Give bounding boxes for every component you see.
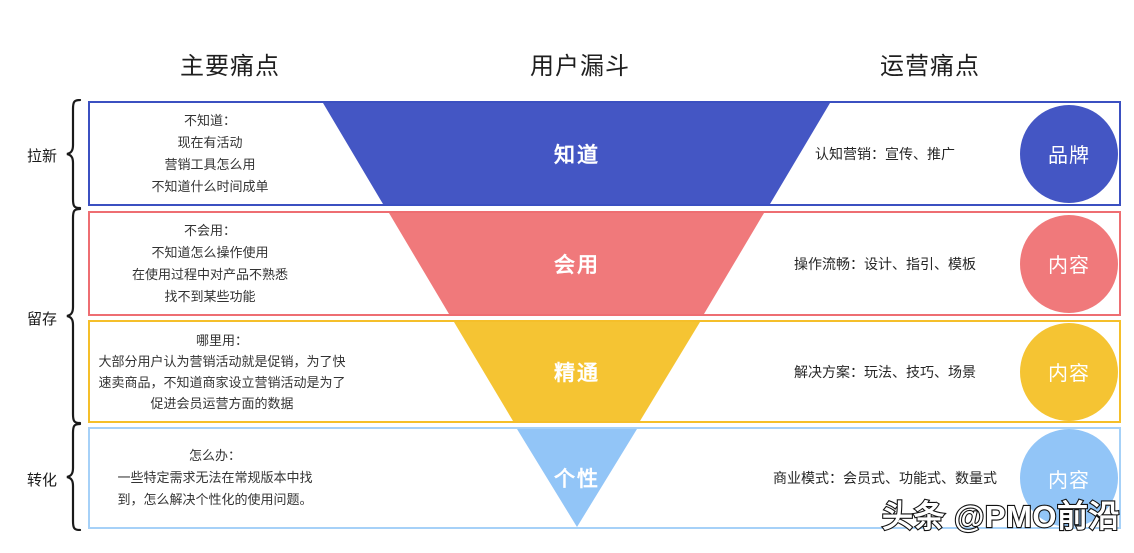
ops-text: 商业模式：会员式、功能式、数量式 [773,470,997,486]
stage-label-retention: 留存 [26,311,57,328]
tag-badge: 内容 [1020,322,1118,421]
pain-text: 不会用： 不知道怎么操作使用 在使用过程中对产品不熟悉 找不到某些功能 [131,222,288,304]
funnel-segment-shape [389,213,764,314]
header-user-funnel: 用户漏斗 [530,53,630,80]
stage-label-conversion: 转化 [26,472,57,489]
funnel-segment [323,103,830,204]
funnel-stage-label: 会用 [554,253,600,277]
funnel-stage-label: 精通 [554,361,600,385]
funnel-row-can-use: 不会用： 不知道怎么操作使用 在使用过程中对产品不熟悉 找不到某些功能 会用 操… [88,211,1121,316]
funnel-segment-shape [454,322,700,421]
pain-text: 不知道： 现在有活动 营销工具怎么用 不知道什么时间成单 [151,112,269,194]
pain-text: 怎么办： 一些特定需求无法在常规版本中找 到，怎么解决个性化的使用问题。 [117,448,313,507]
funnel-segment-shape [323,103,830,204]
funnel-row-aware: 不知道： 现在有活动 营销工具怎么用 不知道什么时间成单 知道 认知营销：宣传、… [88,101,1121,206]
funnel-segment [517,429,637,527]
funnel-segment [389,213,764,314]
ops-text: 认知营销：宣传、推广 [815,145,955,162]
bracket-brace [66,208,82,424]
header-ops-pain-points: 运营痛点 [880,53,980,80]
bracket-brace [66,99,82,209]
tag-badge: 内容 [1020,429,1118,527]
stage-label-acquisition: 拉新 [26,148,57,165]
funnel-segment [454,322,700,421]
funnel-segment-shape [517,429,637,527]
tag-badge: 品牌 [1020,104,1118,203]
ops-text: 解决方案：玩法、技巧、场景 [794,363,976,380]
pain-text: 哪里用： 大部分用户认为营销活动就是促销，为了快 速卖商品，不知道商家设立营销活… [98,332,346,411]
watermark: 头条 @PMO前沿 [881,498,1121,535]
funnel-row-personalized: 怎么办： 一些特定需求无法在常规版本中找 到，怎么解决个性化的使用问题。 个性 … [88,427,1121,529]
ops-text: 操作流畅：设计、指引、模板 [794,255,976,272]
funnel-row-mastery: 哪里用： 大部分用户认为营销活动就是促销，为了快 速卖商品，不知道商家设立营销活… [88,320,1121,423]
funnel-stage-label: 个性 [554,468,600,491]
funnel-stage-label: 知道 [554,143,600,167]
header-main-pain-points: 主要痛点 [180,53,280,80]
bracket-brace [66,423,82,531]
tag-badge: 内容 [1020,214,1118,313]
